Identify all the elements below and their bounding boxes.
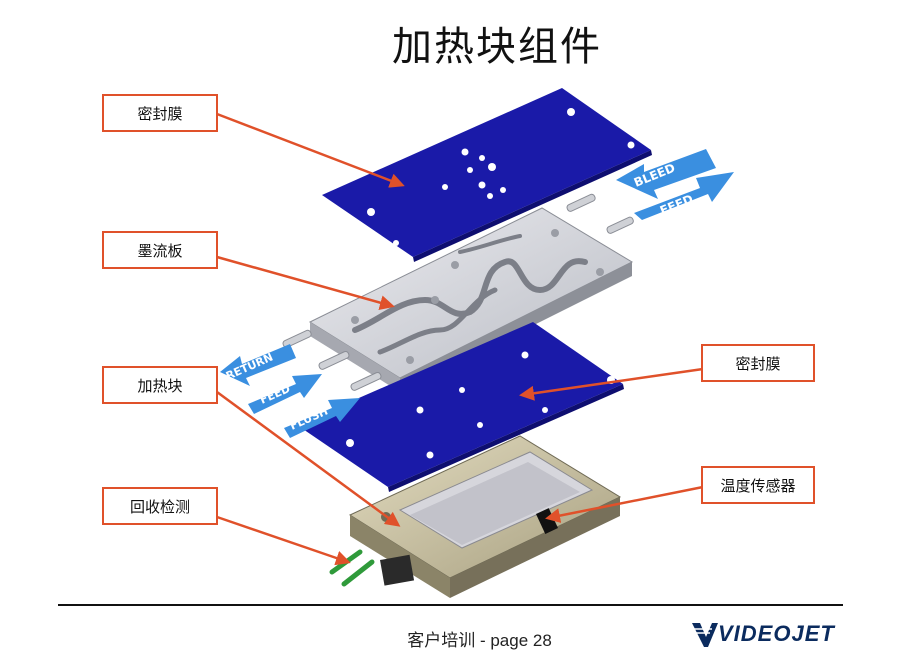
videojet-logo-text: VIDEOJET — [718, 621, 835, 646]
label-seal-top: 密封膜 — [102, 94, 218, 132]
videojet-logo: VIDEOJET — [690, 616, 835, 652]
label-heater-block: 加热块 — [102, 366, 218, 404]
page-title: 加热块组件 — [392, 24, 602, 70]
return-arrow: RETURN — [220, 344, 296, 386]
label-seal-right: 密封膜 — [701, 344, 815, 382]
top-seal-membrane — [322, 88, 652, 262]
bottom-seal-membrane — [297, 322, 624, 492]
videojet-logo-icon — [692, 623, 718, 647]
feed-top-arrow-label: FEED — [658, 192, 695, 218]
heater-block — [329, 435, 622, 598]
feed-left-arrow: FEED — [248, 374, 322, 414]
callout-leaders — [216, 112, 704, 566]
footer-divider — [58, 604, 843, 606]
label-recovery: 回收检测 — [102, 487, 218, 525]
label-ink-plate: 墨流板 — [102, 231, 218, 269]
label-temp-sensor: 温度传感器 — [701, 466, 815, 504]
footer-page-label: 客户培训 - page 28 — [407, 631, 552, 650]
